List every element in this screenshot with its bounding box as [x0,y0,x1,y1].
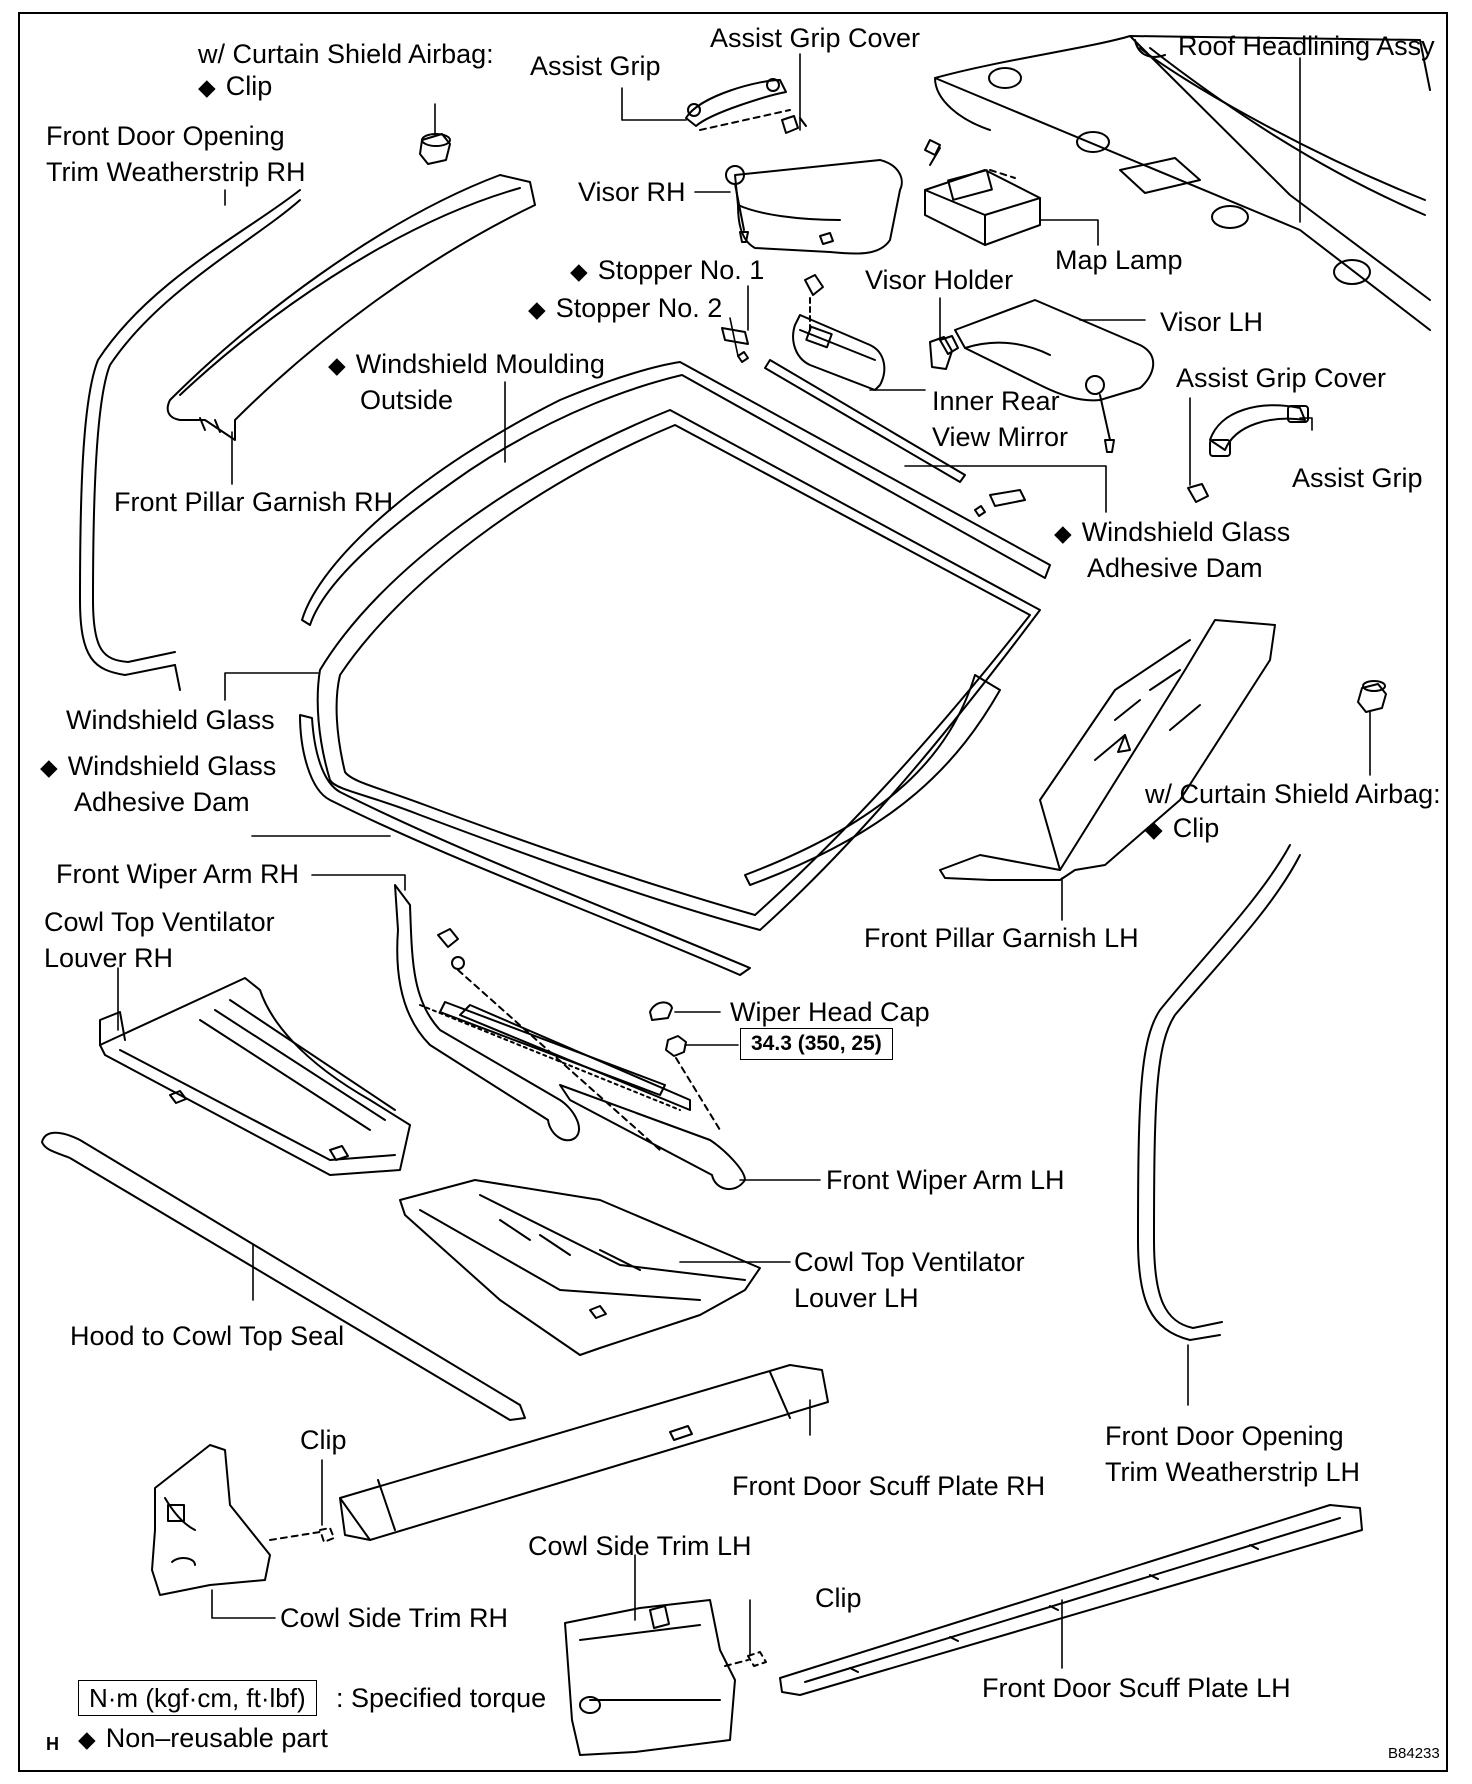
label-stopper2-text: Stopper No. 2 [555,293,723,323]
label-clip-rh-airbag-line1: w/ Curtain Shield Airbag: [198,39,494,69]
label-moulding-line2: Outside [360,385,454,415]
label-assist-grip-rh: Assist Grip [530,51,661,81]
label-clip-lh-airbag-text: Clip [1172,813,1220,843]
label-clip-rh: Clip [300,1425,347,1455]
clip-lh-airbag-part [1357,680,1387,713]
label-clip-lh-airbag-line2: ◆ Clip [1145,810,1219,847]
label-moulding-line1-text: Windshield Moulding [355,349,605,379]
non-reusable-symbol: ◆ [40,754,58,780]
label-cowl-vent-rh-line2: Louver RH [44,943,174,973]
non-reusable-symbol: ◆ [198,74,216,100]
cowl-vent-louver-rh-part [99,977,411,1176]
label-dam-upper-line1: ◆ Windshield Glass [1054,514,1290,551]
cowl-side-trim-rh-part [151,1444,335,1596]
front-pillar-garnish-lh-part [939,619,1276,881]
front-door-scuff-plate-rh-part [339,1364,829,1541]
non-reusable-symbol: ◆ [528,296,546,322]
visor-rh-part [725,159,903,255]
label-weatherstrip-rh-line1: Front Door Opening [46,121,285,151]
label-cowl-vent-rh-line1: Cowl Top Ventilator [44,907,275,937]
label-weatherstrip-rh-line2: Trim Weatherstrip RH [46,157,306,187]
hood-to-cowl-top-seal-part [41,1131,526,1421]
assist-grip-lh-part [1187,404,1309,503]
visor-holder-part [929,336,953,370]
label-map-lamp: Map Lamp [1055,245,1183,275]
diagram-code: B84233 [1388,1745,1440,1762]
front-door-scuff-plate-lh-part [779,1504,1363,1696]
non-reusable-symbol: ◆ [78,1726,96,1752]
weatherstrip-lh-part [1137,844,1301,1341]
label-scuff-plate-rh: Front Door Scuff Plate RH [732,1471,1046,1501]
label-roof-headlining: Roof Headlining Assy [1178,31,1435,61]
cowl-vent-louver-lh-part [399,1179,761,1356]
adhesive-dam-upper-part [764,359,966,483]
clip-rh-airbag-part [419,133,451,165]
label-weatherstrip-lh-line2: Trim Weatherstrip LH [1105,1457,1361,1487]
non-reusable-symbol: ◆ [570,258,588,284]
label-dam-lower-line1: ◆ Windshield Glass [40,748,276,785]
visor-lh-part [939,299,1155,453]
label-stopper1-text: Stopper No. 1 [597,255,765,285]
windshield-moulding-part [301,361,1051,626]
diagram-frame [18,12,1448,1772]
label-pillar-rh: Front Pillar Garnish RH [114,487,394,517]
label-dam-lower-line1-text: Windshield Glass [67,751,277,781]
leader-lines [117,53,1371,1669]
label-clip-rh-airbag-text: Clip [225,71,273,101]
front-wiper-arm-rh-part [394,884,681,1151]
label-assist-grip-cover-rh: Assist Grip Cover [710,23,921,53]
weatherstrip-rh-part [79,189,301,691]
page-marker: H [46,1734,59,1754]
label-visor-rh: Visor RH [578,177,686,207]
label-wiper-head-cap: Wiper Head Cap [730,997,930,1027]
roof-headlining-part [934,35,1431,331]
label-assist-grip-lh: Assist Grip [1292,463,1423,493]
label-cowl-vent-lh-line1: Cowl Top Ventilator [794,1247,1025,1277]
front-pillar-garnish-rh-part [166,174,536,441]
cowl-side-trim-lh-part [564,1599,767,1756]
non-reusable-symbol: ◆ [1145,816,1163,842]
label-weatherstrip-lh-line1: Front Door Opening [1105,1421,1344,1451]
adhesive-dam-lower-part [299,674,1001,976]
legend-torque-unit-box: N·m (kgf·cm, ft·lbf) [78,1680,317,1716]
legend-nonreusable: ◆ Non–reusable part [78,1720,328,1757]
label-dam-upper-line2: Adhesive Dam [1087,553,1263,583]
label-wiper-rh: Front Wiper Arm RH [56,859,300,889]
label-stopper2: ◆ Stopper No. 2 [528,290,722,327]
label-windshield-glass: Windshield Glass [66,705,275,735]
label-inner-mirror-line2: View Mirror [932,422,1069,452]
label-moulding-line1: ◆ Windshield Moulding [328,346,605,383]
label-inner-mirror-line1: Inner Rear [932,386,1060,416]
stopper-parts [721,327,1026,517]
label-clip-lh-airbag-line1: w/ Curtain Shield Airbag: [1145,779,1441,809]
label-cowl-side-lh: Cowl Side Trim LH [528,1531,752,1561]
label-cowl-vent-lh-line2: Louver LH [794,1283,919,1313]
label-scuff-plate-lh: Front Door Scuff Plate LH [982,1673,1291,1703]
front-wiper-arm-lh-part [459,1004,746,1190]
map-lamp-part [924,139,1041,246]
label-pillar-lh: Front Pillar Garnish LH [864,923,1139,953]
non-reusable-symbol: ◆ [328,352,346,378]
legend-torque-text: : Specified torque [336,1683,547,1713]
label-dam-lower-line2: Adhesive Dam [74,787,250,817]
label-dam-upper-line1-text: Windshield Glass [1081,517,1291,547]
label-stopper1: ◆ Stopper No. 1 [570,252,764,289]
windshield-glass-part [316,409,1041,931]
label-cowl-side-rh: Cowl Side Trim RH [280,1603,509,1633]
label-visor-lh: Visor LH [1160,307,1264,337]
label-wiper-lh: Front Wiper Arm LH [826,1165,1065,1195]
torque-spec-box: 34.3 (350, 25) [740,1028,893,1060]
legend-nonreusable-text: Non–reusable part [105,1723,328,1753]
label-clip-rh-airbag-line2: ◆ Clip [198,68,272,105]
wiper-head-cap-part [649,1001,721,1131]
label-clip-lh: Clip [815,1583,862,1613]
assist-grip-rh-part [685,78,807,134]
label-hood-seal: Hood to Cowl Top Seal [70,1321,345,1351]
non-reusable-symbol: ◆ [1054,520,1072,546]
label-assist-grip-cover-lh: Assist Grip Cover [1176,363,1387,393]
label-visor-holder: Visor Holder [865,265,1014,295]
